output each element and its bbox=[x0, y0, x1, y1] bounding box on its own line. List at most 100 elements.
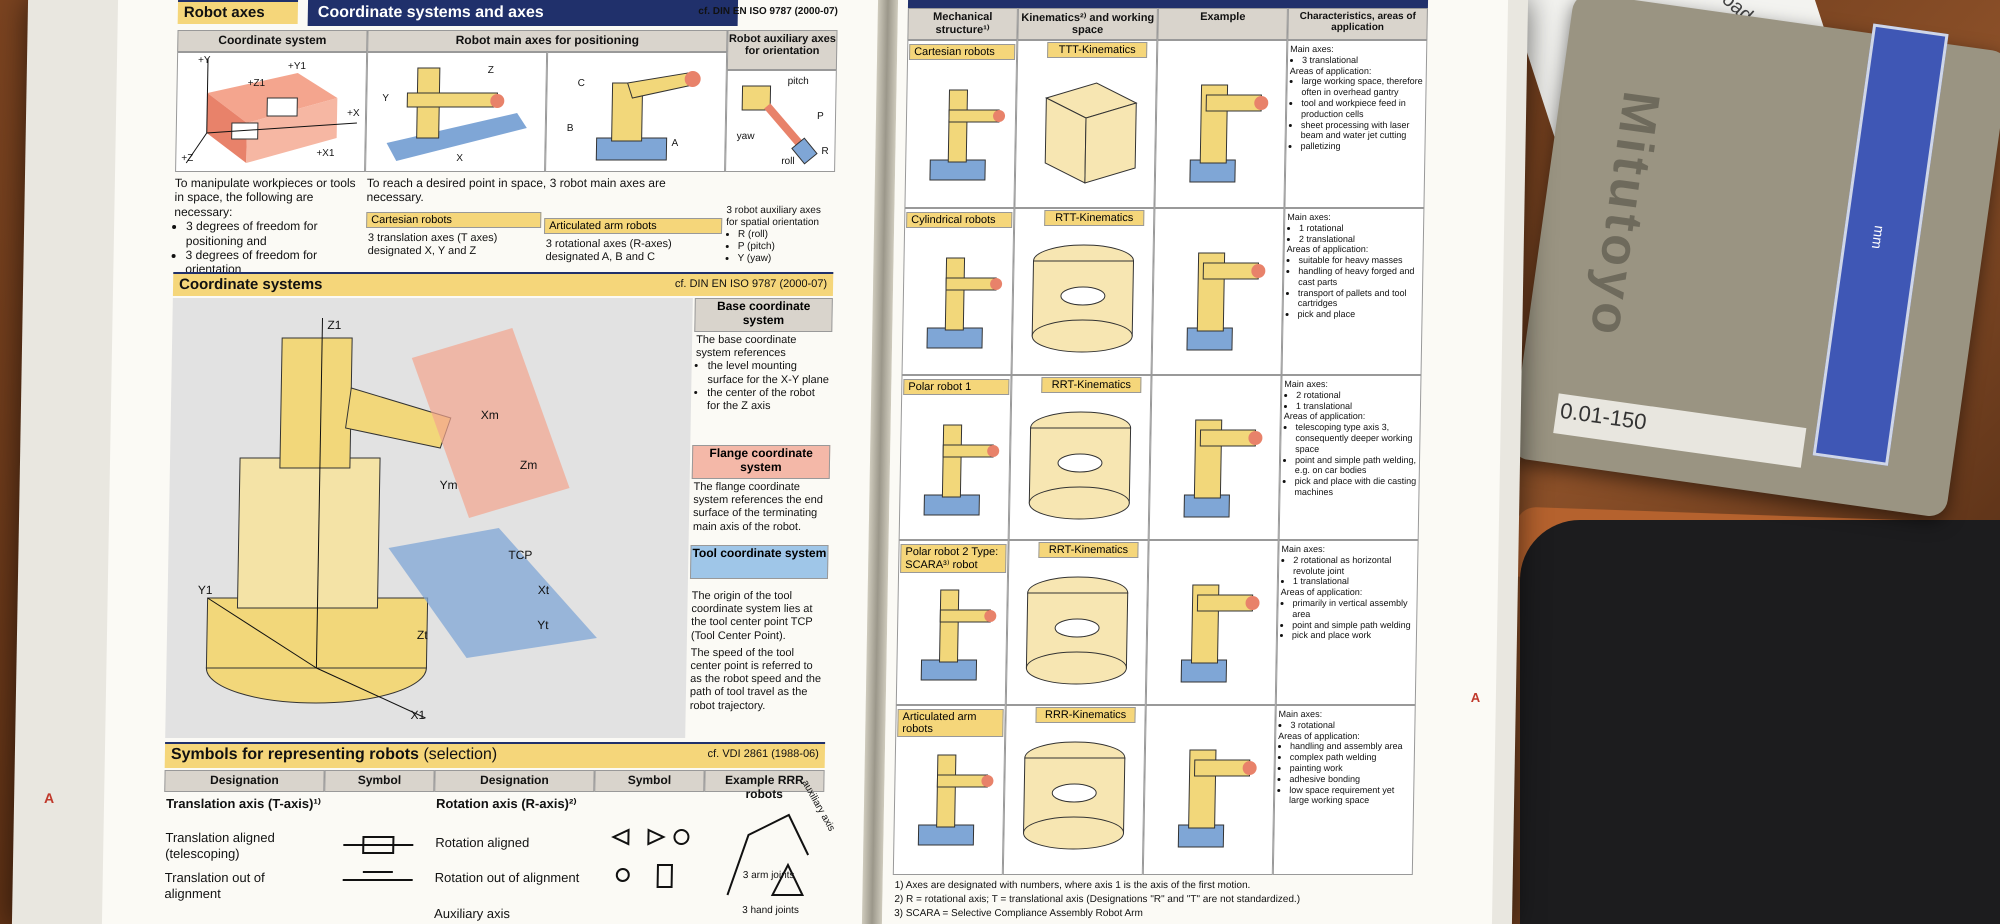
coordinate-systems-title: Coordinate systems bbox=[178, 276, 323, 293]
working-space-icon bbox=[1044, 82, 1138, 184]
area-item: low space requirement yet large working … bbox=[1289, 785, 1411, 807]
manipulate-text: To manipulate workpieces or tools in spa… bbox=[174, 176, 356, 219]
aux-bullets: R (roll) P (pitch) Y (yaw) bbox=[725, 229, 834, 265]
top-header-ref: cf. DIN EN ISO 9787 (2000-07) bbox=[698, 6, 838, 17]
left-margin-letter: A bbox=[43, 790, 55, 806]
articulated-robot-icon bbox=[595, 71, 701, 161]
structure-label: Polar robot 1 bbox=[903, 379, 1010, 395]
scale-units: mm bbox=[1868, 224, 1888, 250]
top-header: Coordinate systems and axes cf. DIN EN I… bbox=[307, 0, 838, 26]
tool-text-2: The speed of the tool center point is re… bbox=[689, 646, 822, 712]
caliper-scale: mm bbox=[1812, 23, 1949, 466]
translation-item: Translation aligned (telescoping) bbox=[165, 830, 275, 861]
areas-list: primarily in vertical assembly areapoint… bbox=[1280, 598, 1415, 641]
coord-label-z1: +Z1 bbox=[247, 78, 266, 89]
caliper-label: 0.01-150 bbox=[1553, 393, 1807, 468]
working-space-icon bbox=[1025, 576, 1129, 685]
base-text: The base coordinate system references bbox=[695, 334, 797, 360]
fig-label-zt: Zt bbox=[416, 628, 428, 642]
axis-item: 2 rotational as horizontal revolute join… bbox=[1293, 555, 1415, 577]
kinematics-label: RRT-Kinematics bbox=[1041, 377, 1142, 393]
axis-item: 2 translational bbox=[1299, 234, 1421, 245]
rotation-item: Rotation aligned bbox=[435, 835, 530, 850]
footnote-2: 2) R = rotational axis; T = translationa… bbox=[894, 894, 1301, 905]
auxiliary-axes-figure: pitch P yaw R roll bbox=[725, 70, 837, 172]
top-header-title: Coordinate systems and axes bbox=[317, 4, 544, 21]
fig-label-yt: Yt bbox=[537, 618, 549, 632]
coord-label-z: +Z bbox=[181, 153, 194, 164]
aux-bullet: P (pitch) bbox=[738, 241, 834, 253]
symbols-title: Symbols for representing robots bbox=[170, 746, 420, 763]
rotation-symbol-icon bbox=[611, 828, 690, 888]
area-item: handling and assembly area bbox=[1290, 741, 1412, 752]
kinematics-label: RTT-Kinematics bbox=[1044, 210, 1145, 226]
robot-coordinate-figure: Z1 Xm Zm Ym TCP Xt Yt Zt Y1 X1 bbox=[165, 298, 693, 738]
dark-fabric bbox=[1520, 520, 2000, 924]
example-robot-icon bbox=[1180, 584, 1260, 683]
structure-label: Polar robot 2 Type: SCARA³⁾ robot bbox=[900, 544, 1007, 573]
col-aux-axes: Robot auxiliary axes for orientation bbox=[726, 30, 838, 70]
flange-coordinate-heading: Flange coordinate system bbox=[691, 445, 831, 479]
kinematics-label: RRT-Kinematics bbox=[1038, 542, 1139, 558]
area-item: primarily in vertical assembly area bbox=[1292, 598, 1414, 620]
coordinate-figure: +Y +Y1 +Z1 +X +Z +X1 bbox=[175, 52, 368, 172]
axes-list: 3 rotational bbox=[1278, 720, 1412, 731]
characteristics-text: Main axes:2 rotational as horizontal rev… bbox=[1280, 544, 1416, 641]
axes-list: 2 rotational1 translational bbox=[1284, 390, 1418, 412]
structure-schematic-icon bbox=[917, 754, 994, 846]
axes-list: 3 translational bbox=[1290, 55, 1424, 66]
aux-bullet: R (roll) bbox=[738, 229, 834, 241]
aux-label-roll: roll bbox=[781, 156, 795, 167]
translation-item: Translation out of alignment bbox=[164, 870, 265, 901]
rrr-example-icon bbox=[726, 813, 810, 896]
area-item: tool and workpiece feed in production ce… bbox=[1301, 98, 1423, 120]
areas-label: Areas of application: bbox=[1278, 730, 1360, 741]
area-item: palletizing bbox=[1300, 141, 1422, 152]
col-main-axes: Robot main axes for positioning bbox=[367, 30, 728, 52]
example-robot-icon bbox=[1189, 84, 1269, 183]
col-designation: Designation bbox=[164, 770, 325, 792]
areas-list: handling and assembly areacomplex path w… bbox=[1277, 741, 1412, 806]
axis-item: 1 translational bbox=[1293, 576, 1415, 587]
structure-schematic-icon bbox=[926, 257, 1003, 349]
area-item: transport of pallets and tool cartridges bbox=[1298, 288, 1420, 310]
col-kinematics: Kinematics²⁾ and working space bbox=[1017, 8, 1158, 40]
coord-label-x1: +X1 bbox=[316, 148, 335, 159]
example-robot-icon bbox=[1186, 252, 1266, 351]
main-label-a: A bbox=[671, 138, 679, 149]
tool-text-1: The origin of the tool coordinate system… bbox=[690, 590, 813, 642]
fig-label-xm: Xm bbox=[480, 408, 499, 422]
example-label-arm: 3 arm joints bbox=[742, 870, 795, 881]
footnote-3: 3) SCARA = Selective Compliance Assembly… bbox=[894, 908, 1143, 919]
area-item: pick and place with die casting machines bbox=[1294, 476, 1416, 498]
articulated-robots-text: 3 rotational axes (R-axes) designated A,… bbox=[545, 238, 672, 264]
coord-label-y1: +Y1 bbox=[287, 61, 307, 72]
col-symbol-2: Symbol bbox=[594, 770, 705, 792]
robot-axes-title: Robot axes bbox=[183, 4, 265, 21]
tool-coordinate-heading: Tool coordinate system bbox=[689, 545, 829, 579]
area-item: pick and place bbox=[1297, 309, 1419, 320]
cartesian-robots-text: 3 translation axes (T axes) designated X… bbox=[367, 232, 498, 258]
working-space-icon bbox=[1031, 244, 1135, 353]
rotation-item: Rotation out of alignment bbox=[434, 870, 580, 885]
cartesian-robots-label: Cartesian robots bbox=[366, 212, 542, 228]
articulated-axes-figure: C B A bbox=[545, 52, 728, 172]
caliper-case: Mitutoyo mm 0.01-150 bbox=[1509, 0, 2000, 519]
main-axes-label: Main axes: bbox=[1284, 379, 1328, 389]
wrist-icon bbox=[741, 85, 818, 165]
translation-axis-head: Translation axis (T-axis)¹⁾ bbox=[165, 796, 322, 811]
coordinate-systems-section: Coordinate systems cf. DIN EN ISO 9787 (… bbox=[172, 272, 834, 296]
area-item: telescoping type axis 3, consequently de… bbox=[1295, 422, 1418, 454]
areas-label: Areas of application: bbox=[1283, 411, 1366, 422]
articulated-robot-illustration bbox=[205, 318, 597, 719]
axis-item: 3 translational bbox=[1302, 55, 1424, 66]
open-book: Coordinate systems and axes cf. DIN EN I… bbox=[11, 0, 1529, 924]
kinematics-label: TTT-Kinematics bbox=[1047, 42, 1148, 58]
coord-label-x: +X bbox=[346, 108, 360, 119]
characteristics-text: Main axes:1 rotational2 translationalAre… bbox=[1285, 212, 1421, 320]
structure-schematic-icon bbox=[923, 424, 1000, 516]
area-item: painting work bbox=[1290, 763, 1412, 774]
structure-label: Cylindrical robots bbox=[906, 212, 1013, 228]
caliper-brand: Mitutoyo bbox=[1578, 87, 1671, 343]
